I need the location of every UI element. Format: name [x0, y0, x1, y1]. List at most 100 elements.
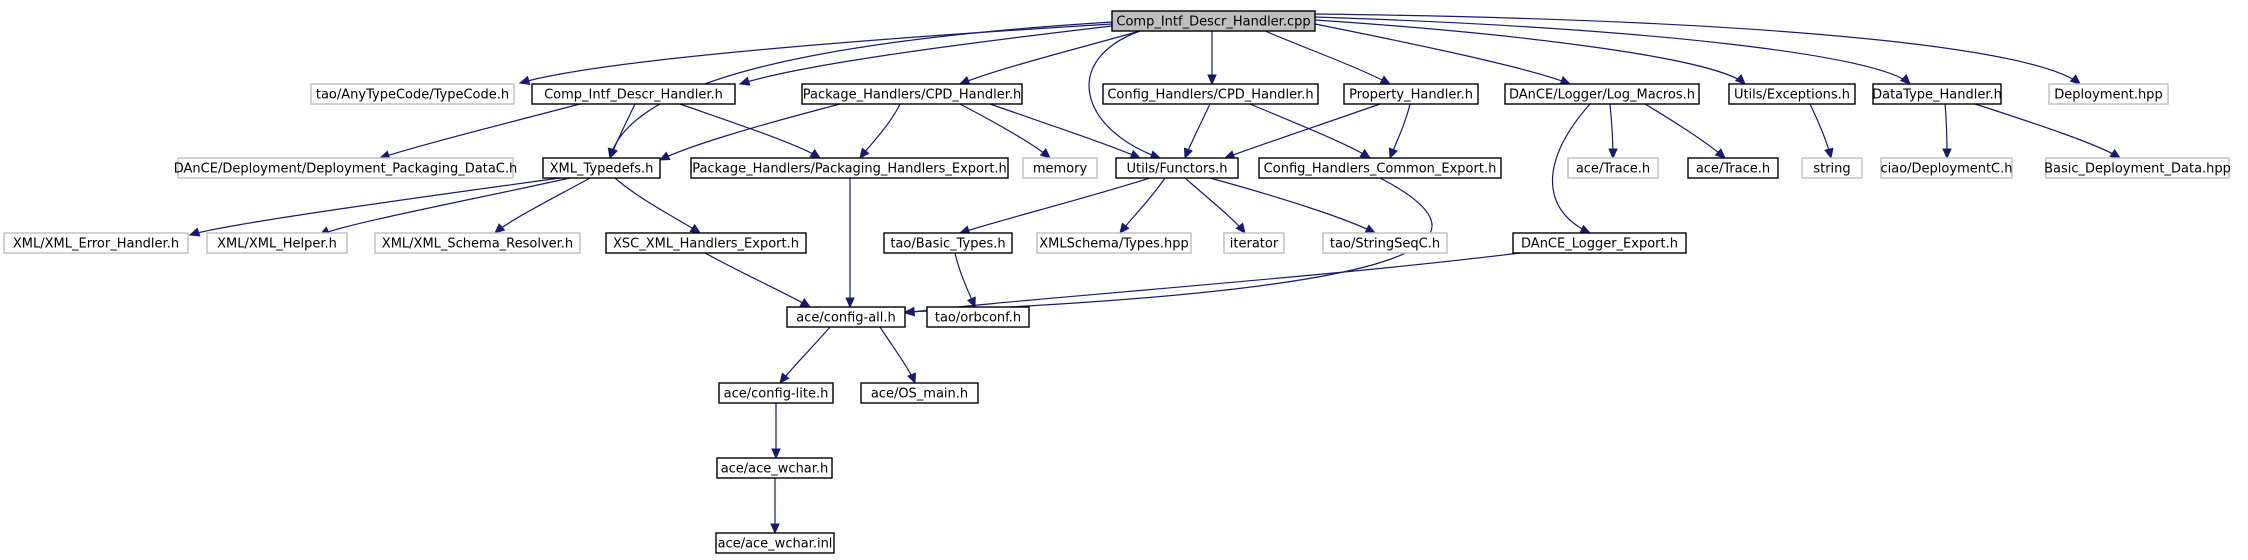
node-exceptions[interactable]: Utils/Exceptions.h — [1728, 83, 1856, 105]
edge-line — [609, 21, 1113, 159]
node-config-lite[interactable]: ace/config-lite.h — [718, 382, 834, 404]
edge-line — [519, 23, 1113, 84]
arrowhead — [1119, 222, 1130, 234]
arrowhead — [958, 76, 971, 85]
node-label: tao/StringSeqC.h — [1330, 237, 1440, 252]
edge-line — [739, 25, 1113, 85]
node-box — [1512, 232, 1687, 254]
node-box — [801, 83, 1023, 105]
node-logger-export[interactable]: DAnCE_Logger_Export.h — [1512, 232, 1687, 254]
edge-root-to-typecode — [518, 23, 1113, 85]
node-box — [718, 382, 834, 404]
arrowhead — [1359, 148, 1372, 159]
arrowhead — [738, 76, 751, 86]
edge-xsc_export-to-config_all — [704, 252, 812, 308]
node-memory: memory — [1022, 157, 1098, 179]
node-basic-types[interactable]: tao/Basic_Types.h — [883, 232, 1013, 254]
node-logmacros[interactable]: DAnCE/Logger/Log_Macros.h — [1504, 83, 1700, 105]
arrowhead — [1039, 148, 1051, 159]
node-label: Config_Handlers_Common_Export.h — [1264, 162, 1497, 177]
node-cfg-export[interactable]: Config_Handlers_Common_Export.h — [1258, 157, 1502, 179]
node-box — [716, 457, 833, 479]
node-xml-typedefs[interactable]: XML_Typedefs.h — [542, 157, 661, 179]
edge-xml_typedefs-to-xml_resolver — [494, 177, 591, 234]
edge-root-to-exceptions — [1314, 19, 1746, 85]
node-label: Package_Handlers/CPD_Handler.h — [803, 88, 1022, 103]
edge-line — [659, 103, 841, 161]
node-box — [177, 157, 514, 179]
edge-pkg_cpd-to-pkg_export — [859, 103, 901, 159]
arrowhead — [1824, 147, 1834, 160]
edge-prop-to-cfg_export — [1388, 103, 1411, 160]
node-cidh[interactable]: Comp_Intf_Descr_Handler.h — [531, 83, 736, 105]
node-label: Deployment.hpp — [2054, 88, 2162, 103]
arrowhead — [770, 523, 780, 535]
node-stringseqc: tao/StringSeqC.h — [1322, 232, 1448, 254]
edge-pkg_cpd-to-xml_typedefs — [658, 103, 841, 161]
node-pkg-export[interactable]: Package_Handlers/Packaging_Handlers_Expo… — [690, 157, 1009, 179]
edge-line — [779, 326, 831, 384]
edge-line — [1209, 177, 1376, 234]
node-box — [1504, 83, 1700, 105]
edge-line — [904, 252, 1521, 314]
edge-logmacros-to-ace_trace2 — [1644, 103, 1726, 159]
node-xml-helper: XML/XML_Helper.h — [206, 232, 348, 254]
node-box — [206, 232, 348, 254]
arrowhead — [903, 306, 916, 317]
edge-cidh-to-pkg_export — [679, 103, 822, 159]
arrowhead — [2109, 148, 2122, 159]
edge-root-to-cidh — [738, 25, 1113, 86]
edge-xml_typedefs-to-xml_err — [188, 177, 561, 237]
node-ciao-dc: ciao/DeploymentC.h — [1880, 157, 2013, 179]
node-box — [1022, 157, 1098, 179]
node-pkg-cpd[interactable]: Package_Handlers/CPD_Handler.h — [801, 83, 1023, 105]
edge-line — [859, 103, 901, 159]
arrowhead — [1942, 148, 1952, 160]
node-os-main[interactable]: ace/OS_main.h — [860, 382, 979, 404]
edge-line — [189, 177, 561, 236]
edges-layer — [188, 13, 2122, 535]
node-label: Basic_Deployment_Data.hpp — [2044, 162, 2231, 177]
edge-line — [1644, 103, 1726, 159]
node-box — [2045, 157, 2230, 179]
edge-root-to-cfg_cpd — [1207, 31, 1217, 86]
node-typecode: tao/AnyTypeCode/TypeCode.h — [310, 83, 515, 105]
arrowhead — [188, 227, 201, 237]
node-ace-wchar-h[interactable]: ace/ace_wchar.h — [716, 457, 833, 479]
node-label: Comp_Intf_Descr_Handler.h — [544, 88, 723, 103]
node-config-all[interactable]: ace/config-all.h — [786, 306, 906, 328]
node-box — [1036, 232, 1192, 254]
node-ace-trace2[interactable]: ace/Trace.h — [1687, 157, 1779, 179]
arrowhead — [689, 223, 702, 234]
node-xsc-export[interactable]: XSC_XML_Handlers_Export.h — [605, 232, 807, 254]
node-box — [1102, 83, 1319, 105]
edge-line — [1314, 13, 2081, 85]
edge-line — [1974, 103, 2121, 159]
node-orbconf[interactable]: tao/orbconf.h — [926, 306, 1030, 328]
edge-logmacros-to-ace_trace1 — [1608, 103, 1618, 160]
node-cfg-cpd[interactable]: Config_Handlers/CPD_Handler.h — [1102, 83, 1319, 105]
node-datatype[interactable]: DataType_Handler.h — [1872, 83, 2002, 105]
node-label: memory — [1033, 162, 1088, 177]
edge-line — [1551, 103, 1591, 234]
edge-datatype-to-ciao_dc — [1942, 103, 1952, 160]
node-label: XML/XML_Schema_Resolver.h — [382, 237, 573, 252]
node-prop[interactable]: Property_Handler.h — [1343, 83, 1479, 105]
node-ace-trace1: ace/Trace.h — [1567, 157, 1659, 179]
node-label: tao/AnyTypeCode/TypeCode.h — [316, 88, 509, 103]
node-deployment-hpp: Deployment.hpp — [2048, 83, 2169, 105]
node-label: Config_Handlers/CPD_Handler.h — [1107, 88, 1313, 103]
node-root[interactable]: Comp_Intf_Descr_Handler.cpp — [1111, 10, 1316, 32]
edge-line — [1088, 30, 1161, 159]
node-functors[interactable]: Utils/Functors.h — [1115, 157, 1239, 179]
node-ace-wchar-inl[interactable]: ace/ace_wchar.inl — [715, 532, 835, 554]
arrowhead — [1207, 74, 1217, 86]
node-xml-err: XML/XML_Error_Handler.h — [3, 232, 189, 254]
edge-line — [1224, 103, 1381, 159]
edge-config_lite-to-ace_wchar_h — [771, 402, 781, 460]
node-box — [1111, 10, 1316, 32]
node-dpdatac: DAnCE/Deployment/Deployment_Packaging_Da… — [174, 157, 517, 179]
node-box — [786, 306, 906, 328]
arrowhead — [1579, 224, 1592, 234]
